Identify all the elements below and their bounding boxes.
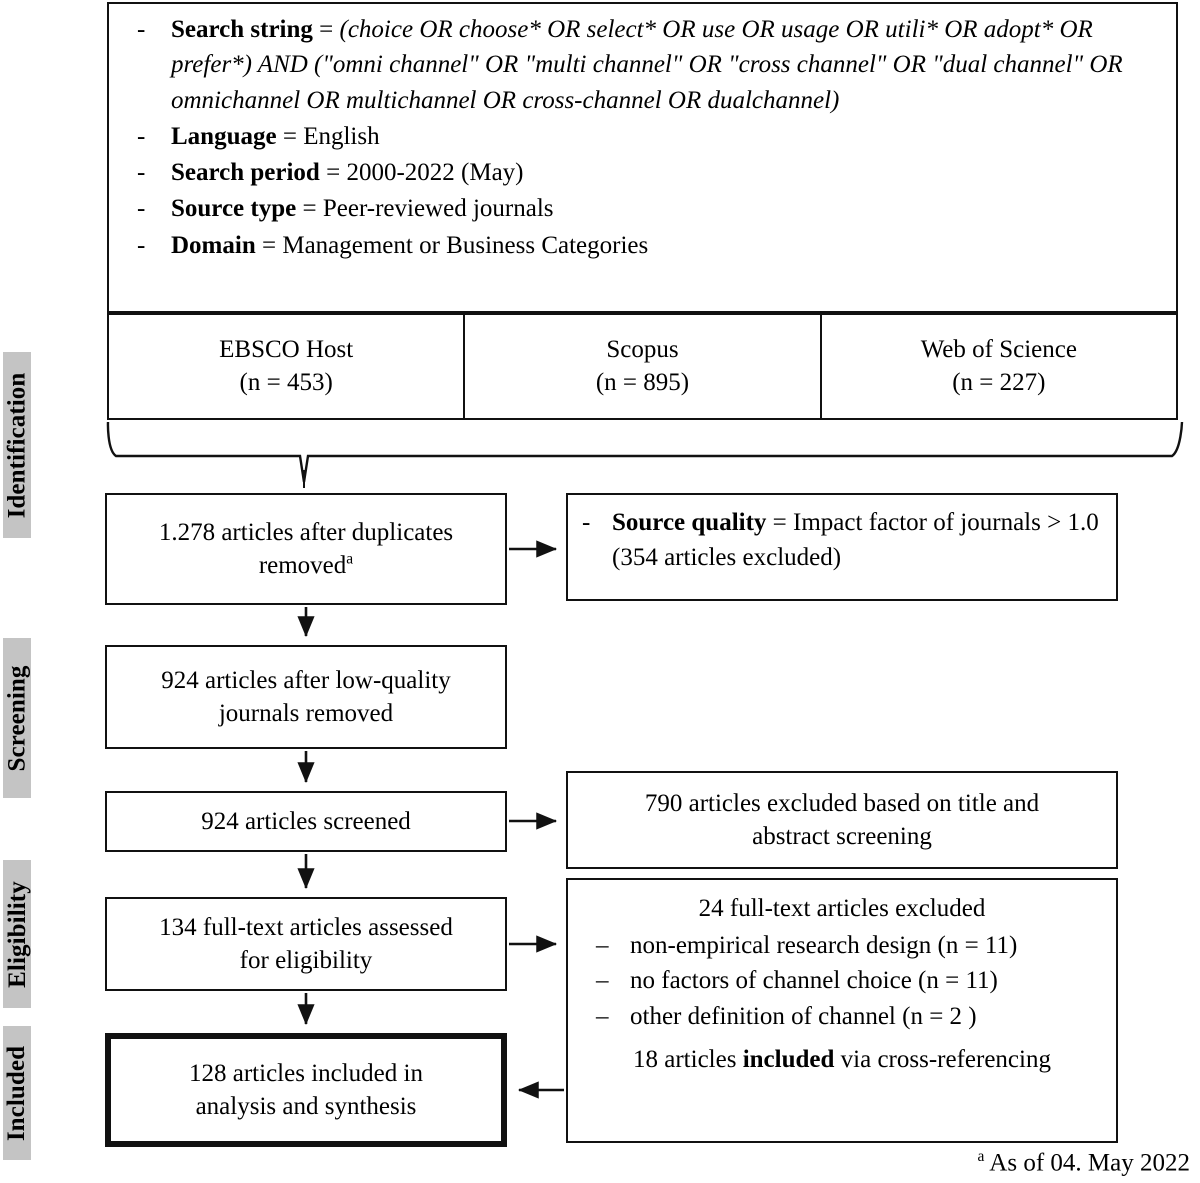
full-text-exclusion-item-1: –non-empirical research design (n = 11) <box>596 928 1102 964</box>
search-criteria-list: -Search string = (choice OR choose* OR s… <box>123 12 1162 263</box>
bullet-dash-icon: – <box>596 931 609 959</box>
criteria-value: 2000-2022 (May) <box>346 159 524 186</box>
box-articles-screened-text: 924 articles screened <box>201 807 411 835</box>
box-low-quality-removed: 924 articles after low-quality journals … <box>105 645 507 749</box>
criteria-equals: = <box>255 231 283 259</box>
database-cell-web-of-science: Web of Science (n = 227) <box>819 315 1176 418</box>
criteria-equals: = <box>276 122 304 150</box>
source-quality-equals: = <box>766 509 794 536</box>
page-footnote: a As of 04. May 2022 <box>978 1148 1190 1177</box>
criteria-term: Language <box>171 122 277 150</box>
box-full-text-exclusion: 24 full-text articles excluded –non-empi… <box>566 878 1118 1143</box>
phase-label-included-text: Included <box>3 1045 31 1141</box>
bullet-dash-icon: - <box>137 195 146 223</box>
phase-label-identification-text: Identification <box>3 372 31 518</box>
phase-label-included: Included <box>3 1026 31 1160</box>
bullet-dash-icon: - <box>137 16 146 43</box>
criteria-item-search-period: -Search period = 2000-2022 (May) <box>123 155 1162 190</box>
cross-referencing-post: via cross-referencing <box>834 1046 1051 1073</box>
criteria-term: Source type <box>171 195 297 223</box>
database-merge-brace <box>100 420 1190 490</box>
box-articles-included: 128 articles included in analysis and sy… <box>105 1033 507 1147</box>
criteria-equals: = <box>296 195 323 223</box>
full-text-exclusion-list: –non-empirical research design (n = 11) … <box>582 928 1102 1035</box>
criteria-value: Management or Business Categories <box>282 231 649 259</box>
criteria-value: English <box>303 122 380 150</box>
box-low-quality-removed-text: 924 articles after low-quality journals … <box>161 664 450 731</box>
phase-label-eligibility-text: Eligibility <box>3 880 31 988</box>
criteria-term: Search period <box>171 159 320 186</box>
duplicates-line-1: 1.278 articles after duplicates <box>158 518 454 546</box>
criteria-item-language: -Language = English <box>123 119 1162 154</box>
exclusion-reason: non-empirical research design (n = 11) <box>630 931 1018 959</box>
phase-label-screening: Screening <box>3 638 31 798</box>
bullet-dash-icon: – <box>596 1002 609 1030</box>
criteria-value: Peer-reviewed journals <box>322 195 554 223</box>
brace-icon <box>106 421 1184 490</box>
criteria-value: (choice OR choose* OR select* OR use OR … <box>171 16 1123 114</box>
full-text-exclusion-item-2: –no factors of channel choice (n = 11) <box>596 963 1102 999</box>
criteria-term: Domain <box>171 231 256 259</box>
low-quality-line-2: journals removed <box>218 700 394 727</box>
criteria-equals: = <box>312 16 340 43</box>
bullet-dash-icon: - <box>137 122 146 150</box>
box-articles-included-text: 128 articles included in analysis and sy… <box>189 1057 423 1124</box>
box-source-quality-exclusion: -Source quality = Impact factor of journ… <box>566 493 1118 601</box>
footnote-marker: a <box>977 1148 985 1165</box>
full-text-exclusion-title: 24 full-text articles excluded <box>698 895 986 922</box>
footnote-text: As of 04. May 2022 <box>984 1149 1190 1177</box>
box-duplicates-removed-text: 1.278 articles after duplicates removeda <box>159 516 453 583</box>
database-name: Scopus <box>606 336 679 363</box>
database-sources-row: EBSCO Host (n = 453) Scopus (n = 895) We… <box>107 313 1178 420</box>
title-abstract-line-1: 790 articles excluded based on title and <box>644 789 1040 817</box>
bullet-dash-icon: - <box>582 509 591 536</box>
low-quality-line-1: 924 articles after low-quality <box>161 666 451 694</box>
database-cell-ebsco: EBSCO Host (n = 453) <box>109 315 463 418</box>
included-line-1: 128 articles included in <box>189 1059 423 1087</box>
criteria-item-domain: -Domain = Management or Business Categor… <box>123 228 1162 263</box>
box-full-text-assessed: 134 full-text articles assessed for elig… <box>105 897 507 991</box>
database-count: (n = 895) <box>595 368 690 396</box>
database-cell-scopus: Scopus (n = 895) <box>463 315 819 418</box>
criteria-term: Search string <box>171 16 313 43</box>
database-name: EBSCO Host <box>219 336 354 363</box>
criteria-item-search-string: -Search string = (choice OR choose* OR s… <box>123 12 1162 118</box>
criteria-item-source-type: -Source type = Peer-reviewed journals <box>123 191 1162 226</box>
cross-referencing-bold: included <box>742 1046 835 1073</box>
box-duplicates-removed: 1.278 articles after duplicates removeda <box>105 493 507 605</box>
bullet-dash-icon: - <box>137 231 146 259</box>
box-full-text-assessed-text: 134 full-text articles assessed for elig… <box>159 911 453 978</box>
phase-label-screening-text: Screening <box>3 665 31 771</box>
exclusion-reason: no factors of channel choice (n = 11) <box>630 967 998 995</box>
full-text-line-2: for eligibility <box>239 947 373 974</box>
source-quality-value: Impact factor of journals > 1.0 (354 art… <box>612 509 1099 571</box>
database-name: Web of Science <box>920 336 1077 363</box>
exclusion-reason: other definition of channel (n = 2 ) <box>630 1002 977 1030</box>
box-title-abstract-exclusion-text: 790 articles excluded based on title and… <box>645 787 1039 854</box>
duplicates-line-2: removed <box>258 552 347 579</box>
footnote-marker-a: a <box>346 550 354 568</box>
phase-label-eligibility: Eligibility <box>3 860 31 1008</box>
full-text-exclusion-item-3: –other definition of channel (n = 2 ) <box>596 999 1102 1035</box>
search-criteria-box: -Search string = (choice OR choose* OR s… <box>107 2 1178 313</box>
box-articles-screened: 924 articles screened <box>105 791 507 852</box>
title-abstract-line-2: abstract screening <box>752 823 932 850</box>
source-quality-term: Source quality <box>612 509 767 536</box>
included-line-2: analysis and synthesis <box>195 1093 417 1120</box>
phase-label-identification: Identification <box>3 352 31 538</box>
criteria-equals: = <box>319 159 347 186</box>
bullet-dash-icon: - <box>137 159 146 186</box>
full-text-line-1: 134 full-text articles assessed <box>159 913 453 941</box>
database-count: (n = 227) <box>952 368 1046 396</box>
box-title-abstract-exclusion: 790 articles excluded based on title and… <box>566 771 1118 869</box>
cross-referencing-pre: 18 articles <box>633 1046 743 1073</box>
database-count: (n = 453) <box>239 368 333 396</box>
bullet-dash-icon: – <box>596 967 609 995</box>
cross-referencing-line: 18 articles included via cross-referenci… <box>568 1046 1116 1074</box>
source-quality-item: -Source quality = Impact factor of journ… <box>578 505 1106 575</box>
